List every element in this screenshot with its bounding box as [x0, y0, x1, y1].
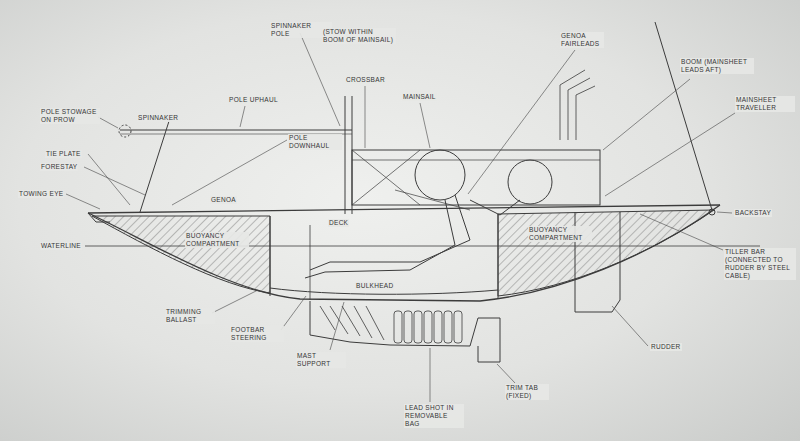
hatch-line	[366, 306, 384, 340]
sailor-leg	[305, 200, 455, 278]
part-label: BOOM (MAINSHEET LEADS AFT)	[680, 58, 754, 74]
hull-line	[88, 205, 720, 301]
leader-line	[468, 50, 575, 194]
backstay-fitting	[709, 209, 715, 215]
leader-line	[497, 364, 515, 383]
buoyancy-hatch	[498, 210, 714, 296]
sailor-arm	[470, 200, 520, 215]
rigging	[568, 78, 590, 140]
part-label: RUDDER	[650, 343, 682, 351]
forestay	[140, 118, 170, 212]
stay	[352, 150, 420, 205]
part-label: TILLER BAR (CONNECTED TO RUDDER BY STEEL…	[724, 248, 796, 280]
leader-line	[88, 154, 130, 205]
hull-drawing	[85, 22, 760, 362]
lead-shot-bags	[394, 311, 462, 343]
leader-line	[212, 290, 258, 313]
rigging	[560, 70, 585, 140]
leader-line	[365, 86, 366, 148]
sailor-shoulder	[508, 160, 552, 204]
leader-line	[281, 296, 306, 330]
stay	[352, 150, 420, 205]
part-label: TOWING EYE	[18, 190, 64, 198]
pole-end	[119, 125, 131, 137]
tiller-line	[395, 190, 470, 210]
part-label: POLE UPHAUL	[228, 96, 279, 104]
part-label: BUOYANCY COMPARTMENT	[528, 226, 592, 242]
deck-line	[88, 205, 720, 213]
sailor-head	[415, 150, 465, 200]
leader-line	[98, 117, 118, 128]
part-label: WATERLINE	[40, 242, 82, 250]
part-label: GENOA	[210, 196, 237, 204]
part-label: BACKSTAY	[734, 209, 772, 217]
leader-line	[300, 33, 340, 126]
part-label: CROSSBAR	[345, 76, 386, 84]
part-label: POLE DOWNHAUL	[288, 134, 342, 150]
ballast-hatching	[320, 306, 384, 340]
part-label: TRIMMING BALLAST	[165, 308, 215, 324]
mast	[345, 96, 346, 214]
leader-line	[84, 167, 145, 195]
part-label: FOOTBAR STEERING	[230, 326, 284, 342]
part-label: MAINSAIL	[402, 93, 437, 101]
leader-line	[240, 106, 245, 127]
backstay	[655, 22, 712, 210]
part-label: BULKHEAD	[355, 282, 394, 290]
part-label: POLE STOWAGE ON PROW	[40, 108, 100, 124]
shot-bag	[394, 311, 402, 343]
bow	[88, 213, 110, 222]
shot-bag	[424, 311, 432, 343]
part-label: MAST SUPPORT	[296, 352, 346, 368]
leader-line	[420, 103, 430, 148]
part-label: TIE PLATE	[45, 150, 82, 158]
shot-bag	[414, 311, 422, 343]
cockpit-frame	[352, 150, 600, 205]
bulkhead	[498, 214, 499, 298]
mast-support	[310, 225, 311, 300]
part-label: SPINNAKER	[137, 114, 179, 122]
leader-line	[612, 306, 648, 346]
frame-rail	[352, 160, 600, 161]
leader-line	[605, 113, 735, 196]
leader-lines	[66, 33, 735, 402]
spinnaker-pole	[120, 130, 352, 131]
leader-line	[603, 79, 690, 150]
part-label: LEAD SHOT IN REMOVABLE BAG	[404, 404, 464, 428]
shot-bag	[404, 311, 412, 343]
shot-bag	[444, 311, 452, 343]
bulkhead	[270, 216, 271, 296]
part-label: DECK	[328, 219, 349, 227]
leader-line	[172, 140, 287, 205]
leader-line	[717, 212, 732, 213]
part-label: BUOYANCY COMPARTMENT	[185, 232, 249, 248]
part-label: MAINSHEET TRAVELLER	[735, 96, 795, 112]
shot-bag	[434, 311, 442, 343]
leader-line	[640, 214, 723, 250]
leader-line	[330, 302, 344, 350]
shot-bag	[454, 311, 462, 343]
part-label: TRIM TAB (FIXED)	[505, 384, 549, 400]
rigging	[576, 86, 595, 140]
hatch-line	[342, 306, 360, 336]
leader-line	[430, 348, 431, 402]
part-label: (STOW WITHIN BOOM OF MAINSAIL)	[322, 28, 396, 44]
leader-line	[66, 194, 100, 209]
hatch-line	[354, 306, 372, 338]
part-label: FORESTAY	[40, 163, 78, 171]
part-label: GENOA FAIRLEADS	[560, 32, 604, 48]
